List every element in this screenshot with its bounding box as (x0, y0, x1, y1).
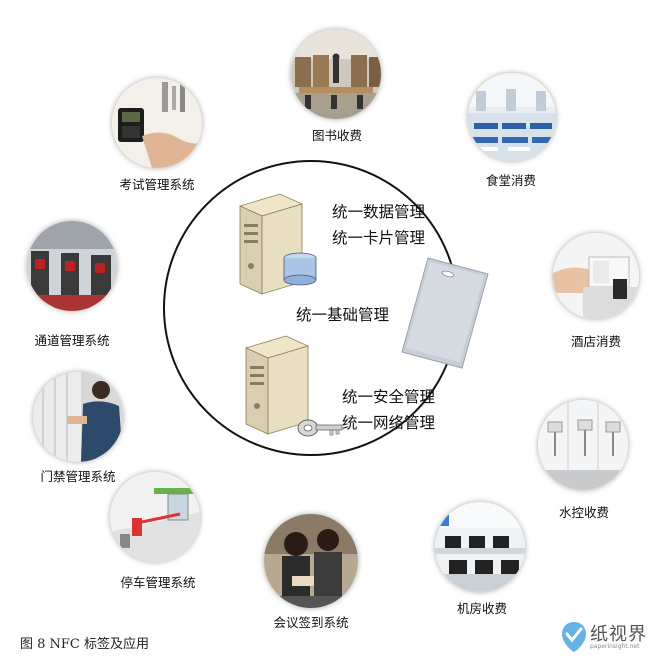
center-text-data: 统一数据管理 (332, 203, 426, 221)
server-key-icon (240, 330, 350, 442)
label-parking: 停车管理系统 (120, 575, 196, 590)
figure-caption: 图 8 NFC 标签及应用 (20, 637, 150, 652)
server-database-icon (232, 188, 322, 300)
exam-photo (112, 78, 202, 168)
water-photo (538, 400, 628, 490)
label-library: 图书收费 (311, 128, 363, 143)
center-text-base: 统一基础管理 (296, 306, 390, 324)
meeting-photo (264, 514, 358, 608)
label-hotel: 酒店消费 (570, 334, 622, 349)
center-text-security: 统一安全管理 (342, 388, 436, 406)
label-water: 水控收费 (558, 505, 610, 520)
label-meeting: 会议签到系统 (273, 615, 349, 630)
library-photo (291, 29, 381, 119)
hotel-photo (553, 233, 639, 319)
label-exam: 考试管理系统 (119, 177, 195, 192)
computer-room-photo (435, 502, 525, 592)
canteen-photo (468, 73, 556, 161)
label-channel: 通道管理系统 (34, 333, 110, 348)
parking-photo (110, 472, 200, 562)
logo-subtext: paperinsight.net (590, 643, 640, 650)
channel-photo (27, 221, 117, 311)
label-canteen: 食堂消费 (485, 173, 537, 188)
logo-text: 纸视界 (590, 624, 647, 645)
logo-mark-icon (562, 622, 586, 652)
center-text-card: 统一卡片管理 (332, 229, 426, 247)
center-text-network: 统一网络管理 (342, 414, 436, 432)
label-computer-room: 机房收费 (456, 601, 508, 616)
label-door: 门禁管理系统 (40, 469, 116, 484)
nfc-card-icon (400, 252, 492, 372)
paperinsight-logo: 纸视界 paperinsight.net (560, 618, 650, 658)
door-photo (33, 372, 123, 462)
